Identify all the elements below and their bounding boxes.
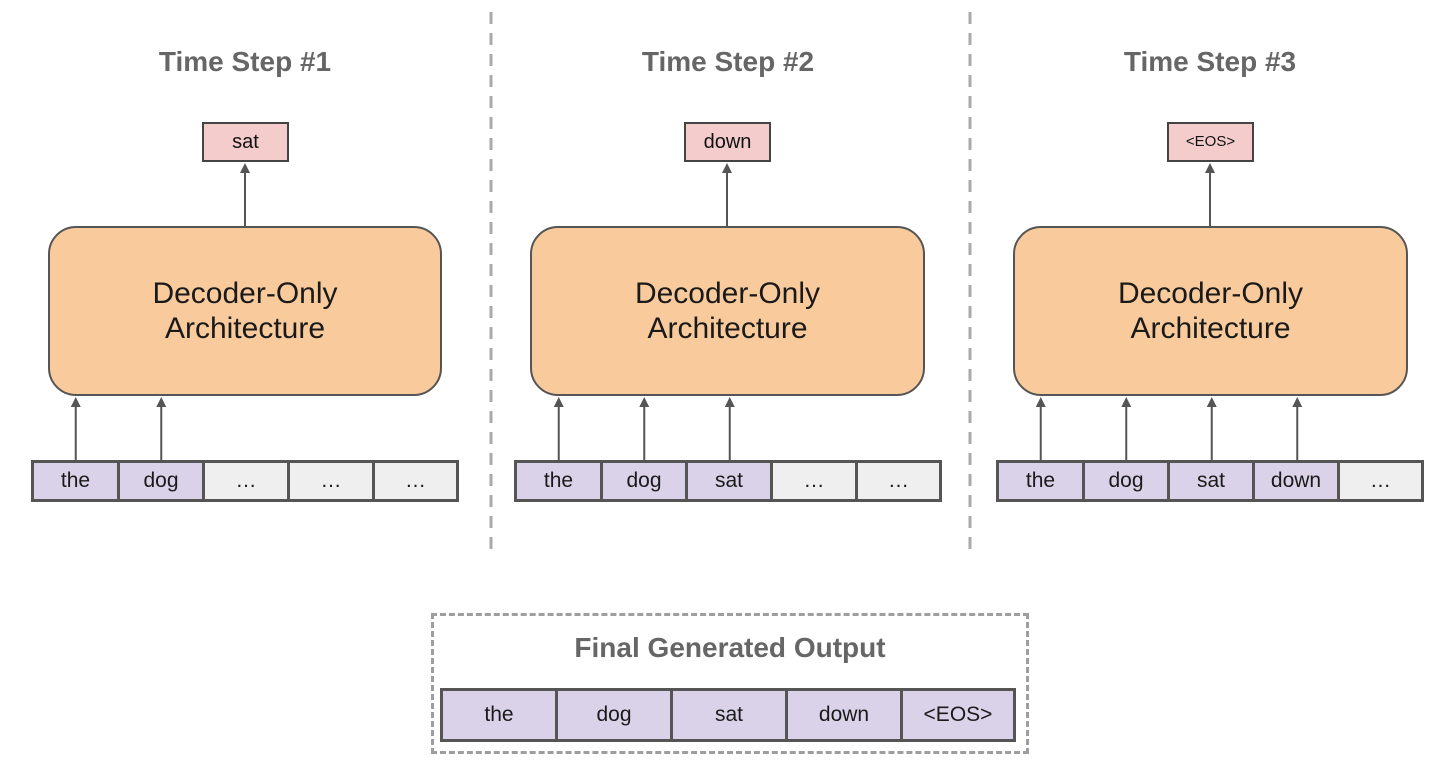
input-token: dog — [1085, 463, 1170, 499]
final-token: down — [788, 691, 903, 739]
decoder-block: Decoder-Only Architecture — [48, 226, 442, 396]
input-token-placeholder: … — [1340, 463, 1421, 499]
input-token-placeholder: … — [290, 463, 375, 499]
decoder-block: Decoder-Only Architecture — [530, 226, 925, 396]
step-title: Time Step #1 — [158, 46, 332, 77]
output-token: <EOS> — [1167, 122, 1254, 162]
final-output-sequence: the dog sat down <EOS> — [440, 688, 1016, 742]
input-token: the — [517, 463, 603, 499]
decoder-label-line1: Decoder-Only — [634, 277, 821, 310]
input-token-placeholder: … — [773, 463, 858, 499]
input-token: dog — [120, 463, 205, 499]
final-output-frame — [431, 613, 1029, 754]
output-token-label: down — [703, 131, 752, 153]
input-token-placeholder: … — [205, 463, 290, 499]
final-output-title: Final Generated Output — [574, 632, 886, 663]
output-token-label: <EOS> — [1185, 133, 1236, 150]
input-token: the — [34, 463, 120, 499]
decoder-label-line2: Architecture — [1130, 312, 1291, 345]
input-sequence: the dog sat … … — [514, 460, 942, 502]
input-sequence: the dog sat down … — [996, 460, 1424, 502]
input-token: sat — [1170, 463, 1255, 499]
final-token: <EOS> — [903, 691, 1013, 739]
input-sequence: the dog … … … — [31, 460, 459, 502]
input-token: down — [1255, 463, 1340, 499]
final-token: the — [443, 691, 558, 739]
input-token: sat — [688, 463, 773, 499]
input-token-placeholder: … — [858, 463, 939, 499]
decoder-label-line2: Architecture — [647, 312, 808, 345]
output-token: down — [684, 122, 771, 162]
input-token-placeholder: … — [375, 463, 456, 499]
step-title: Time Step #2 — [641, 46, 815, 77]
decoder-label-line1: Decoder-Only — [152, 277, 338, 310]
decoder-label-line1: Decoder-Only — [1117, 277, 1304, 310]
input-token: dog — [603, 463, 688, 499]
final-token: sat — [673, 691, 788, 739]
output-token-label: sat — [232, 131, 259, 153]
step-title: Time Step #3 — [1123, 46, 1297, 77]
output-token: sat — [202, 122, 289, 162]
decoder-block: Decoder-Only Architecture — [1013, 226, 1408, 396]
final-token: dog — [558, 691, 673, 739]
decoder-label-line2: Architecture — [164, 312, 326, 345]
input-token: the — [999, 463, 1085, 499]
